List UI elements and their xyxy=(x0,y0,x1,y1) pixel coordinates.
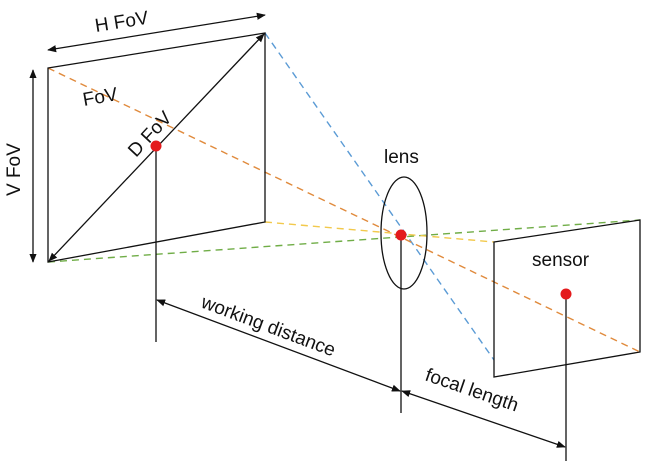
v-fov-label: V FoV xyxy=(4,143,25,196)
working-distance-label: working distance xyxy=(197,292,338,362)
ray-diagonal-orange xyxy=(47,67,641,353)
lens-label: lens xyxy=(384,147,419,168)
h-fov-label: H FoV xyxy=(93,8,150,37)
working-distance-arrow xyxy=(156,299,401,392)
ray-side-yellow xyxy=(264,221,495,243)
ray-upper-blue xyxy=(264,32,495,361)
focal-length-label: focal length xyxy=(422,365,521,416)
sensor-label: sensor xyxy=(532,250,590,271)
lens-center-point xyxy=(395,229,407,241)
focal-length-arrow xyxy=(401,390,566,448)
lens-ellipse xyxy=(380,176,428,290)
sensor-center-point xyxy=(560,288,572,300)
fov-label: FoV xyxy=(81,84,119,111)
sensor-plane xyxy=(493,219,641,378)
object-center-point xyxy=(150,140,162,152)
h-fov-arrow xyxy=(47,12,266,53)
